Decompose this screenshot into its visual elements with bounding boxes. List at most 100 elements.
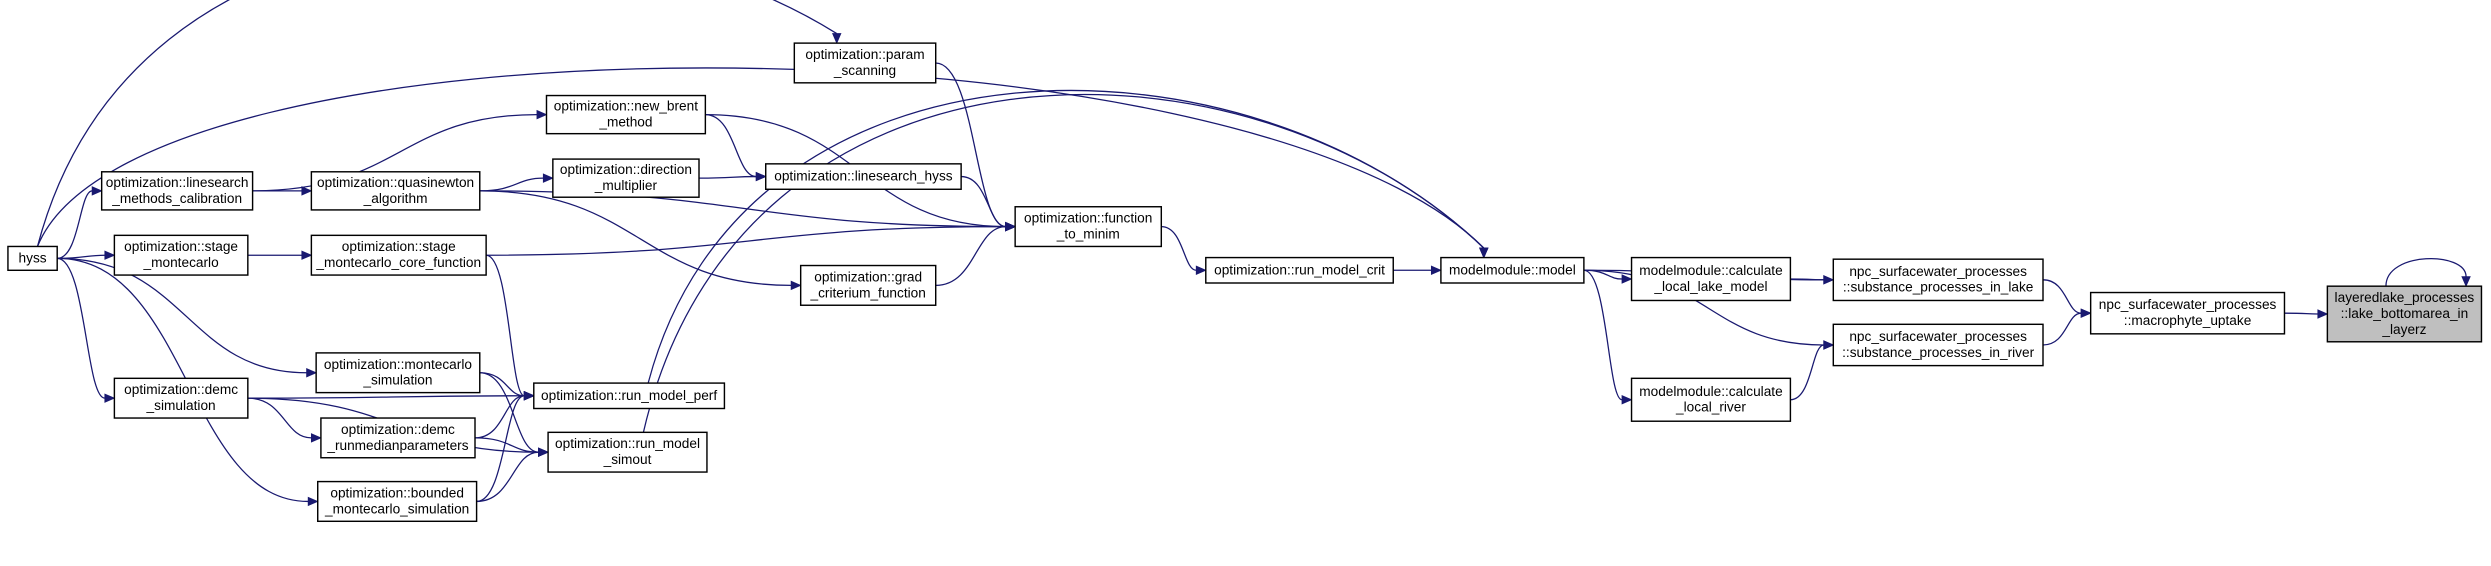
- arrowhead-icon: [104, 250, 116, 260]
- node-mc-sim[interactable]: optimization::montecarlo_simulation: [315, 352, 481, 394]
- node-stage-core[interactable]: optimization::stage_montecarlo_core_func…: [310, 234, 487, 276]
- node-box: [100, 171, 254, 211]
- node-box: [113, 234, 249, 276]
- edge-hyss-to-model: [36, 67, 1489, 259]
- edge-stage-core-to-func-min: [486, 221, 1017, 256]
- node-label: npc_surfacewater_processes: [2099, 297, 2277, 312]
- node-label: ::macrophyte_uptake: [2124, 313, 2252, 328]
- node-macro[interactable]: npc_surfacewater_processes::macrophyte_u…: [2089, 291, 2286, 335]
- node-param-scan[interactable]: optimization::param_scanning: [793, 42, 937, 84]
- arrowhead-icon: [1479, 247, 1489, 259]
- node-label: _local_lake_model: [1653, 279, 1767, 294]
- node-label: optimization::montecarlo: [324, 357, 472, 372]
- node-label: optimization::grad: [814, 269, 922, 284]
- node-label: _simulation: [146, 398, 216, 413]
- node-box: [552, 158, 700, 198]
- edge-quasinewton-to-grad: [479, 190, 802, 291]
- node-box: [315, 352, 481, 394]
- node-run-simout[interactable]: optimization::run_model_simout: [547, 431, 708, 473]
- edge-calc-lake-to-subst-lake: [1790, 275, 1835, 285]
- node-box: [545, 94, 707, 135]
- node-stage-mc[interactable]: optimization::stage_montecarlo: [113, 234, 249, 276]
- node-label: _criterium_function: [810, 285, 926, 300]
- node-demc-sim[interactable]: optimization::demc_simulation: [113, 377, 249, 419]
- node-subst-lake[interactable]: npc_surfacewater_processes::substance_pr…: [1832, 258, 2044, 302]
- node-box: [317, 480, 478, 523]
- arrowhead-icon: [1621, 274, 1633, 284]
- arrowhead-icon: [1005, 221, 1017, 232]
- node-grad[interactable]: optimization::grad_criterium_function: [799, 264, 937, 306]
- node-label: _montecarlo_simulation: [324, 501, 469, 516]
- node-bounded[interactable]: optimization::bounded_montecarlo_simulat…: [317, 480, 478, 523]
- node-run-crit[interactable]: optimization::run_model_crit: [1205, 256, 1394, 284]
- node-run-perf[interactable]: optimization::run_model_perf: [533, 382, 726, 410]
- arrowhead-icon: [536, 109, 548, 120]
- node-box: [310, 171, 481, 211]
- edge-hyss-to-ls-calib: [57, 186, 103, 260]
- arrowhead-icon: [1621, 395, 1633, 405]
- arrowhead-icon: [1823, 275, 1835, 285]
- node-demc-run[interactable]: optimization::demc_runmedianparameters: [320, 417, 476, 459]
- node-label: optimization::run_model_perf: [541, 388, 717, 403]
- node-box: [310, 234, 487, 276]
- node-label: npc_surfacewater_processes: [1849, 329, 2027, 344]
- node-quasinewton[interactable]: optimization::quasinewton_algorithm: [310, 171, 481, 211]
- node-label: layeredlake_processes: [2335, 290, 2475, 305]
- arrowhead-icon: [307, 496, 319, 507]
- arrowhead-icon: [306, 368, 318, 378]
- node-hyss[interactable]: hyss: [7, 245, 58, 272]
- node-label: optimization::linesearch: [106, 175, 249, 190]
- node-label: optimization::stage: [342, 239, 456, 254]
- node-calc-river[interactable]: modelmodule::calculate_local_river: [1630, 377, 1792, 422]
- edge-model-to-calc-lake: [1583, 269, 1633, 284]
- node-label: optimization::param: [805, 47, 924, 62]
- node-label: modelmodule::model: [1449, 262, 1576, 277]
- node-box: [1440, 256, 1585, 284]
- arrowhead-icon: [1195, 265, 1207, 276]
- node-label: _simulation: [362, 373, 432, 388]
- node-box: [1630, 256, 1792, 302]
- node-label: optimization::stage: [124, 239, 238, 254]
- node-subst-river[interactable]: npc_surfacewater_processes::substance_pr…: [1832, 323, 2044, 367]
- node-label: _runmedianparameters: [326, 438, 468, 453]
- edge-bounded-to-run-simout: [476, 447, 550, 503]
- node-ls-hyss[interactable]: optimization::linesearch_hyss: [765, 163, 962, 190]
- arrowhead-icon: [310, 433, 322, 443]
- edge-ls-calib-to-new-brent: [252, 109, 548, 192]
- node-label: optimization::demc: [341, 422, 455, 437]
- node-label: _methods_calibration: [111, 191, 242, 206]
- arrowhead-icon: [790, 280, 802, 291]
- node-dir-mult[interactable]: optimization::direction_multiplier: [552, 158, 700, 198]
- node-box: [1014, 206, 1163, 248]
- node-layerz[interactable]: layeredlake_processes::lake_bottomarea_i…: [2326, 285, 2483, 343]
- node-new-brent[interactable]: optimization::new_brent_method: [545, 94, 707, 135]
- edge-hyss-to-mc-sim: [57, 257, 318, 378]
- node-label: _multiplier: [594, 178, 658, 193]
- node-label: _montecarlo_core_function: [315, 255, 481, 270]
- node-label: ::substance_processes_in_river: [1842, 345, 2035, 360]
- node-label: _simout: [603, 452, 652, 467]
- node-box: [533, 382, 726, 410]
- node-label: _algorithm: [363, 191, 428, 206]
- arrowhead-icon: [2080, 308, 2092, 318]
- node-box: [7, 245, 58, 272]
- node-calc-lake[interactable]: modelmodule::calculate_local_lake_model: [1630, 256, 1792, 302]
- arrowhead-icon: [542, 173, 554, 183]
- edge-hyss-to-demc-sim: [57, 257, 116, 403]
- node-box: [113, 377, 249, 419]
- node-box: [793, 42, 937, 84]
- edge-model-to-calc-river: [1583, 269, 1633, 405]
- node-label: _scanning: [833, 63, 896, 78]
- node-label: optimization::demc: [124, 382, 238, 397]
- arrowhead-icon: [91, 186, 103, 196]
- node-label: optimization::bounded: [330, 485, 464, 500]
- node-model[interactable]: modelmodule::model: [1440, 256, 1585, 284]
- node-label: ::lake_bottomarea_in: [2341, 306, 2469, 321]
- node-box: [1205, 256, 1394, 284]
- node-label: _to_minim: [1056, 227, 1120, 242]
- edge-layerz-to-layerz: [2385, 258, 2471, 288]
- node-func-min[interactable]: optimization::function_to_minim: [1014, 206, 1163, 248]
- edge-func-min-to-run-crit: [1161, 225, 1207, 276]
- node-ls-calib[interactable]: optimization::linesearch_methods_calibra…: [100, 171, 254, 211]
